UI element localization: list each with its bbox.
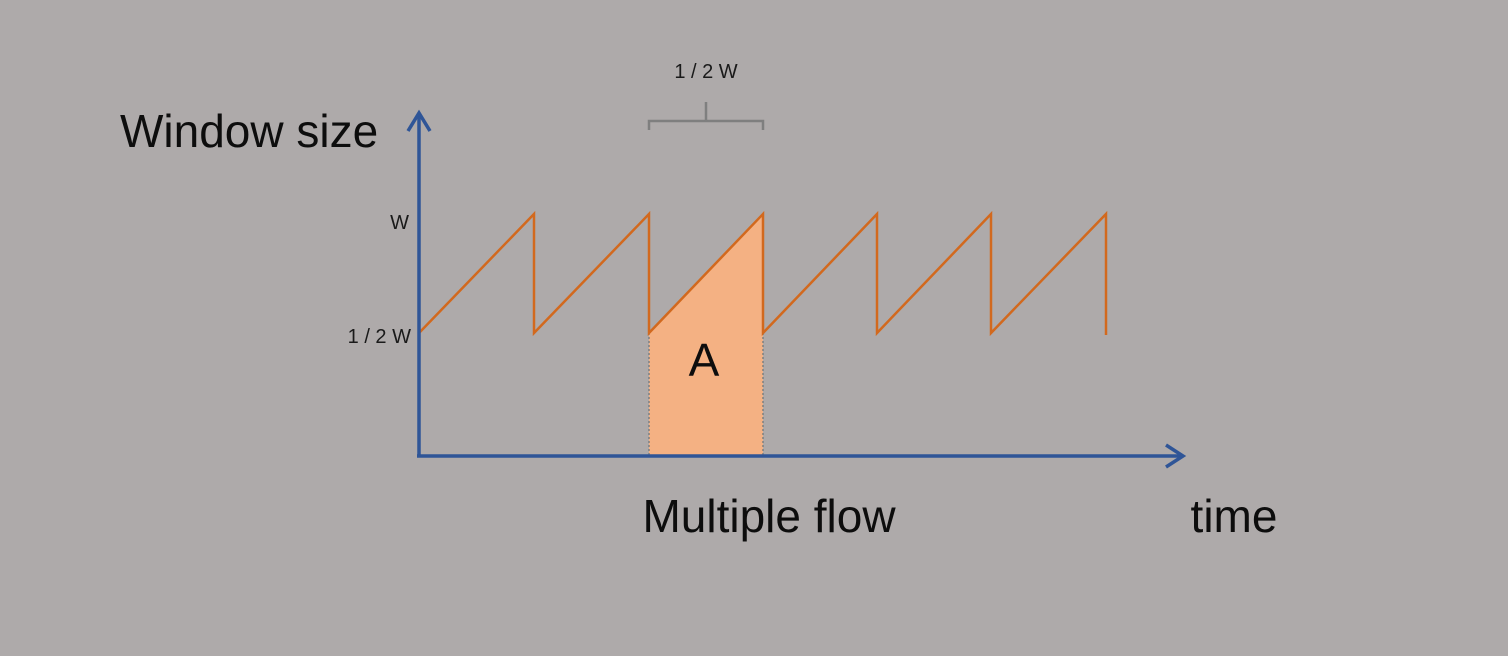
y-axis-arrowhead [406,109,432,132]
tick-label-half-w: 1 / 2 W [348,326,411,348]
area-label: A [689,334,720,386]
period-brace [647,119,765,130]
caption: Multiple flow [642,490,896,542]
tick-label-w: W [390,212,409,234]
period-label: 1 / 2 W [674,61,737,83]
y-axis-label: Window size [120,105,378,157]
x-axis-arrowhead [1165,443,1187,469]
sawtooth-line [418,210,1108,337]
area-a-region [649,214,763,455]
x-axis-label: time [1191,490,1278,542]
